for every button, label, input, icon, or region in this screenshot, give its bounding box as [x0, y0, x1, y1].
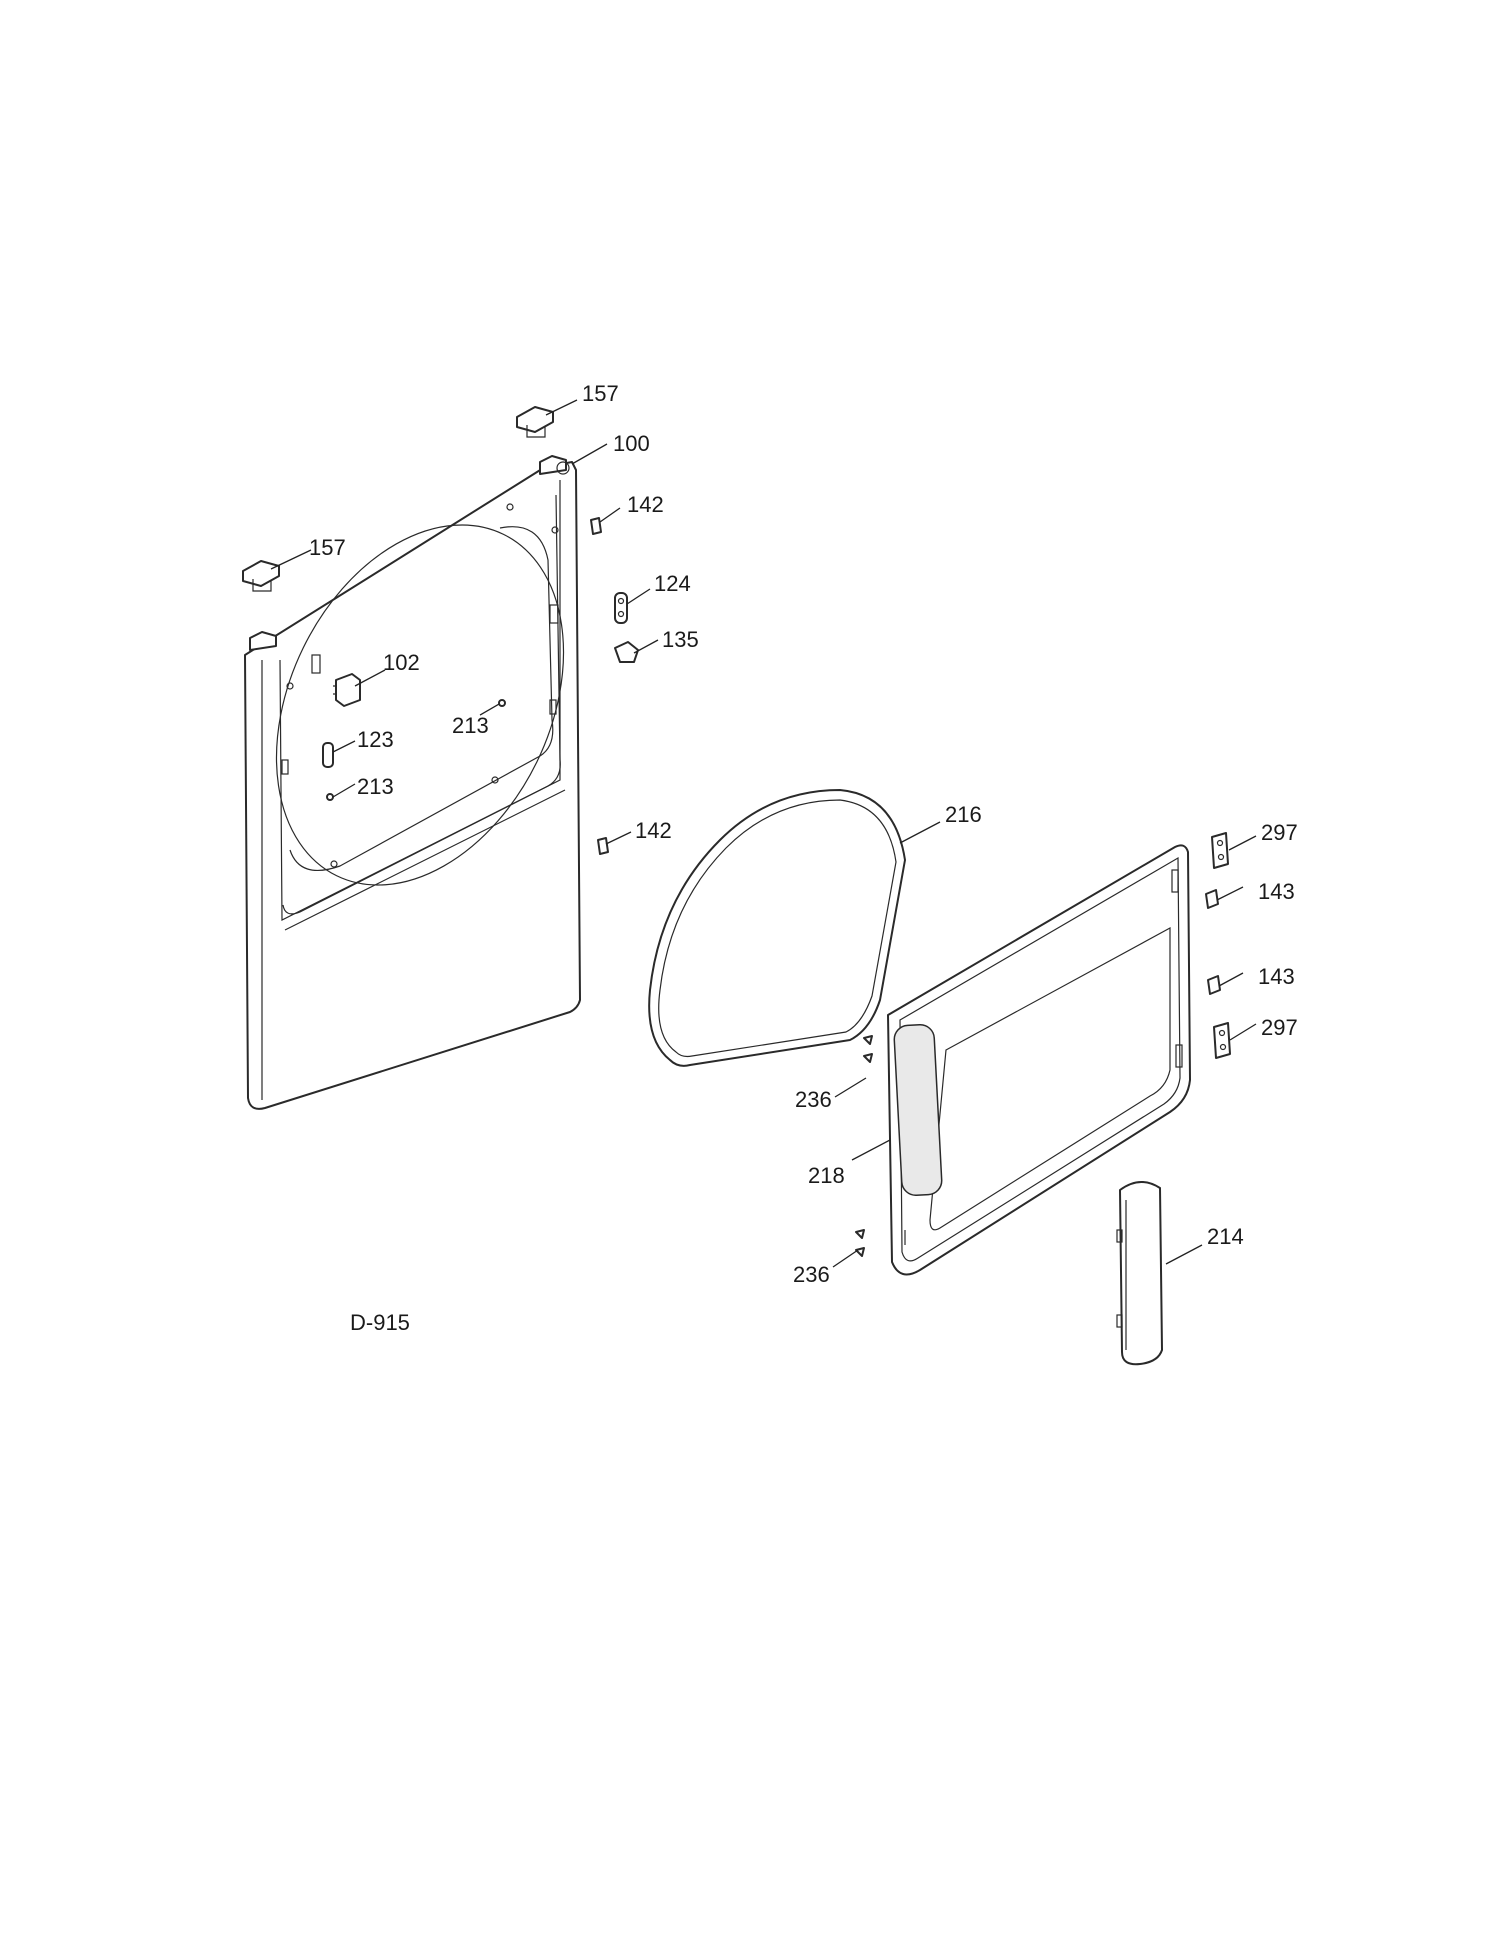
hinge-297-top — [1211, 832, 1229, 869]
clip-157-left — [242, 560, 280, 592]
latch-135 — [614, 641, 639, 663]
front-panel-part — [244, 455, 581, 1110]
callout-157-top: 157 — [582, 381, 619, 406]
callout-135: 135 — [662, 627, 699, 652]
callout-218: 218 — [808, 1163, 845, 1188]
plug-142-top — [590, 517, 602, 535]
clip-157-top — [516, 406, 554, 438]
screws-236-upper — [863, 1035, 873, 1063]
switch-102 — [333, 673, 361, 707]
callout-143-top: 143 — [1258, 879, 1295, 904]
callout-236-upper: 236 — [795, 1087, 832, 1112]
bracket-124 — [614, 592, 628, 624]
screw-213-upper — [498, 699, 506, 707]
door-gasket-216 — [648, 789, 906, 1067]
leader-lines — [270, 399, 1257, 1268]
diagram-id: D-915 — [350, 1310, 410, 1335]
spacer-143-top — [1205, 889, 1219, 909]
handle-214 — [1116, 1181, 1163, 1366]
callout-142-bottom: 142 — [635, 818, 672, 843]
callout-236-lower: 236 — [793, 1262, 830, 1287]
callout-102: 102 — [383, 650, 420, 675]
callout-124: 124 — [654, 571, 691, 596]
callout-297-top: 297 — [1261, 820, 1298, 845]
callout-100: 100 — [613, 431, 650, 456]
callout-297-bottom: 297 — [1261, 1015, 1298, 1040]
door-assembly-218 — [887, 844, 1191, 1276]
callout-123: 123 — [357, 727, 394, 752]
callout-216: 216 — [945, 802, 982, 827]
callout-214: 214 — [1207, 1224, 1244, 1249]
plug-142-bottom — [597, 837, 609, 855]
screws-236-lower — [855, 1229, 865, 1257]
hinge-297-bottom — [1213, 1022, 1231, 1059]
bracket-123 — [322, 742, 334, 768]
callout-213-upper: 213 — [452, 713, 489, 738]
callout-213-lower: 213 — [357, 774, 394, 799]
callout-157-left: 157 — [309, 535, 346, 560]
screw-213-lower — [326, 793, 334, 801]
spacer-143-bottom — [1207, 975, 1221, 995]
callout-143-bottom: 143 — [1258, 964, 1295, 989]
callout-142-top: 142 — [627, 492, 664, 517]
